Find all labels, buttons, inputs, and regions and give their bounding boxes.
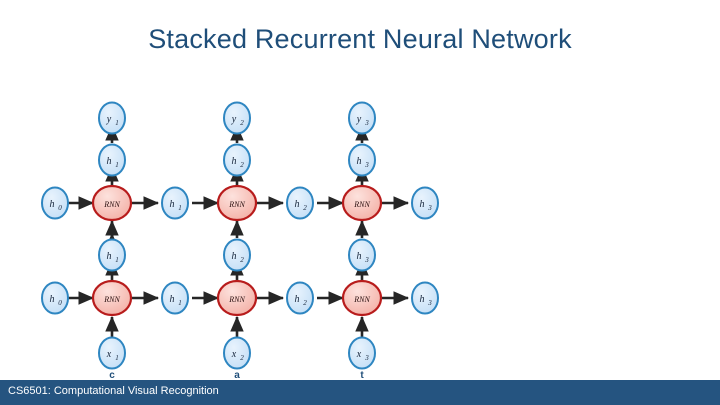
token-row: c a t bbox=[109, 370, 364, 380]
node-h-mid-3[interactable]: h 3 bbox=[348, 238, 376, 272]
node-h-top-1[interactable]: h 1 bbox=[98, 143, 126, 177]
node-h2-upper-base: h bbox=[295, 199, 300, 210]
input-token-1: c bbox=[109, 370, 115, 380]
rnn-cell-upper-2-label: RNN bbox=[228, 200, 245, 209]
upper-rnn-row: h 0 RNN RNN RNN h 1 h 2 h 3 bbox=[41, 184, 439, 222]
node-x1-sub: 1 bbox=[115, 354, 119, 362]
stacked-rnn-diagram: y 1 y 2 y 3 h 1 h 2 h 3 bbox=[0, 95, 720, 380]
node-h3-upper-sub: 3 bbox=[427, 204, 432, 212]
page-title: Stacked Recurrent Neural Network bbox=[148, 24, 572, 54]
node-h-mid-1-base: h bbox=[107, 251, 112, 262]
node-x3-sub: 3 bbox=[364, 354, 369, 362]
node-h2-lower-base: h bbox=[295, 294, 300, 305]
node-y2-base: y bbox=[231, 114, 237, 125]
footer-course-label: CS6501: Computational Visual Recognition bbox=[8, 385, 219, 397]
node-h-top-3-base: h bbox=[357, 156, 362, 167]
rnn-cell-upper-2[interactable]: RNN bbox=[216, 184, 258, 222]
node-h-top-2-sub: 2 bbox=[240, 161, 244, 169]
top-hidden-row: h 1 h 2 h 3 bbox=[98, 143, 376, 177]
node-h1-lower[interactable]: h 1 bbox=[161, 281, 189, 315]
node-h-top-3[interactable]: h 3 bbox=[348, 143, 376, 177]
output-row: y 1 y 2 y 3 bbox=[98, 101, 376, 135]
lower-rnn-row: h 0 RNN RNN RNN h 1 h 2 h 3 bbox=[41, 279, 439, 317]
node-h0-upper-sub: 0 bbox=[58, 204, 62, 212]
input-row: x 1 x 2 x 3 bbox=[98, 336, 376, 370]
rnn-cell-upper-1[interactable]: RNN bbox=[91, 184, 133, 222]
node-h3-lower[interactable]: h 3 bbox=[411, 281, 439, 315]
mid-hidden-row: h 1 h 2 h 3 bbox=[98, 238, 376, 272]
node-h3-upper[interactable]: h 3 bbox=[411, 186, 439, 220]
node-h-mid-3-base: h bbox=[357, 251, 362, 262]
rnn-cell-upper-3-label: RNN bbox=[353, 200, 370, 209]
rnn-cell-lower-2[interactable]: RNN bbox=[216, 279, 258, 317]
node-x3-base: x bbox=[356, 349, 362, 360]
node-y2[interactable]: y 2 bbox=[223, 101, 251, 135]
rnn-cell-lower-1[interactable]: RNN bbox=[91, 279, 133, 317]
node-x1-base: x bbox=[106, 349, 112, 360]
node-y1-base: y bbox=[106, 114, 112, 125]
rnn-cell-upper-3[interactable]: RNN bbox=[341, 184, 383, 222]
rnn-cell-lower-1-label: RNN bbox=[103, 295, 120, 304]
rnn-cell-lower-3[interactable]: RNN bbox=[341, 279, 383, 317]
node-h1-lower-sub: 1 bbox=[178, 299, 182, 307]
node-h1-upper-sub: 1 bbox=[178, 204, 182, 212]
node-h2-lower[interactable]: h 2 bbox=[286, 281, 314, 315]
rnn-cell-lower-2-label: RNN bbox=[228, 295, 245, 304]
node-y3[interactable]: y 3 bbox=[348, 101, 376, 135]
node-h1-lower-base: h bbox=[170, 294, 175, 305]
node-h-top-1-base: h bbox=[107, 156, 112, 167]
input-token-3: t bbox=[360, 370, 364, 380]
node-h3-lower-sub: 3 bbox=[427, 299, 432, 307]
node-h1-upper-base: h bbox=[170, 199, 175, 210]
node-h0-upper-base: h bbox=[50, 199, 55, 210]
footer-bar: CS6501: Computational Visual Recognition bbox=[0, 380, 720, 405]
node-h2-upper-sub: 2 bbox=[303, 204, 307, 212]
node-h-top-2-base: h bbox=[232, 156, 237, 167]
node-h-top-2[interactable]: h 2 bbox=[223, 143, 251, 177]
node-h0-lower[interactable]: h 0 bbox=[41, 281, 69, 315]
rnn-cell-upper-1-label: RNN bbox=[103, 200, 120, 209]
node-h-top-1-sub: 1 bbox=[115, 161, 119, 169]
node-h-top-3-sub: 3 bbox=[364, 161, 369, 169]
node-h-mid-1[interactable]: h 1 bbox=[98, 238, 126, 272]
node-h2-upper[interactable]: h 2 bbox=[286, 186, 314, 220]
node-x3[interactable]: x 3 bbox=[348, 336, 376, 370]
node-h0-lower-base: h bbox=[50, 294, 55, 305]
node-h3-lower-base: h bbox=[420, 294, 425, 305]
node-x2-sub: 2 bbox=[240, 354, 244, 362]
node-h2-lower-sub: 2 bbox=[303, 299, 307, 307]
node-x2-base: x bbox=[231, 349, 237, 360]
input-token-2: a bbox=[234, 370, 240, 380]
node-y2-sub: 2 bbox=[240, 119, 244, 127]
rnn-cell-lower-3-label: RNN bbox=[353, 295, 370, 304]
node-h-mid-1-sub: 1 bbox=[115, 256, 119, 264]
node-h0-upper[interactable]: h 0 bbox=[41, 186, 69, 220]
node-x2[interactable]: x 2 bbox=[223, 336, 251, 370]
node-h-mid-2[interactable]: h 2 bbox=[223, 238, 251, 272]
node-h3-upper-base: h bbox=[420, 199, 425, 210]
node-x1[interactable]: x 1 bbox=[98, 336, 126, 370]
node-y1[interactable]: y 1 bbox=[98, 101, 126, 135]
node-h1-upper[interactable]: h 1 bbox=[161, 186, 189, 220]
node-h-mid-2-sub: 2 bbox=[240, 256, 244, 264]
node-h-mid-2-base: h bbox=[232, 251, 237, 262]
node-h0-lower-sub: 0 bbox=[58, 299, 62, 307]
node-y3-sub: 3 bbox=[364, 119, 369, 127]
node-y3-base: y bbox=[356, 114, 362, 125]
node-h-mid-3-sub: 3 bbox=[364, 256, 369, 264]
node-y1-sub: 1 bbox=[115, 119, 119, 127]
